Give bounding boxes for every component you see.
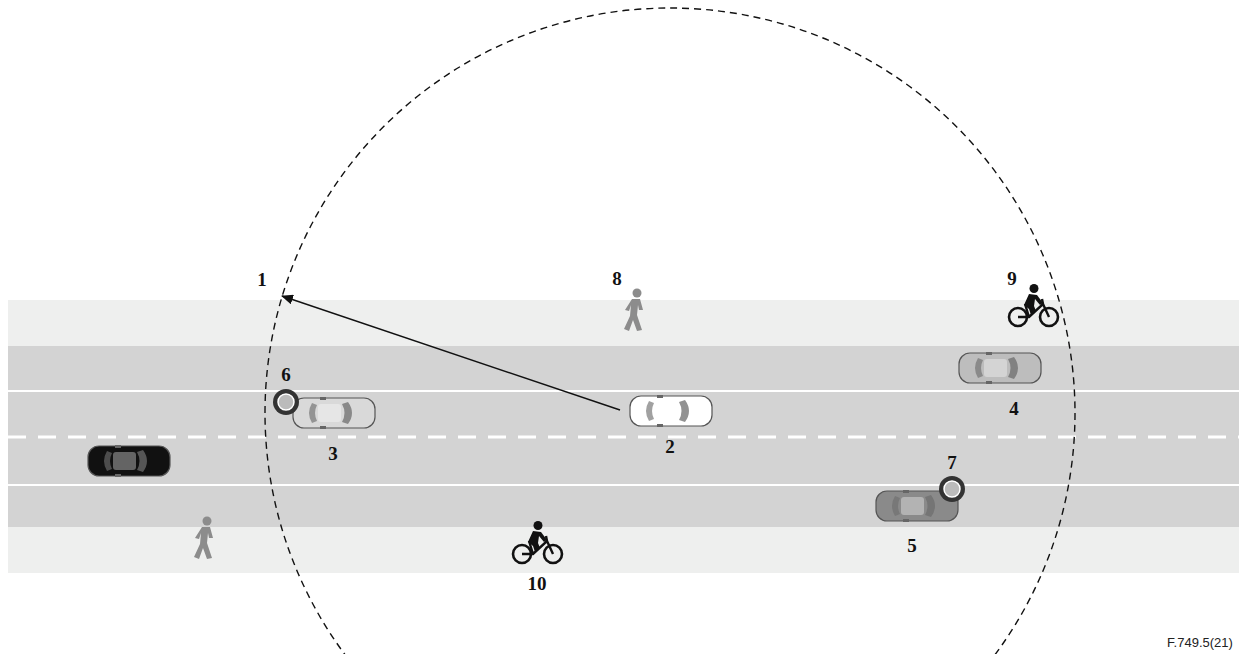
car-3 bbox=[293, 397, 375, 429]
callout-number: 1 bbox=[257, 270, 267, 289]
badge-ring bbox=[939, 476, 965, 502]
figure-id: F.749.5(21) bbox=[1167, 636, 1233, 649]
radius-arrow bbox=[282, 296, 620, 410]
callout-number: 9 bbox=[1007, 269, 1017, 288]
cyclist bbox=[513, 521, 562, 563]
roadway bbox=[8, 346, 1239, 527]
sensor-badge bbox=[273, 389, 299, 415]
callout-number: 4 bbox=[1009, 399, 1019, 418]
lane-line bbox=[8, 390, 1239, 392]
cyclist bbox=[1009, 284, 1058, 326]
car-black bbox=[88, 445, 170, 477]
callout-number: 7 bbox=[947, 453, 957, 472]
callout-number: 5 bbox=[907, 536, 917, 555]
car-4 bbox=[959, 352, 1041, 384]
sidewalk bbox=[8, 527, 1239, 573]
sensor-badge bbox=[939, 476, 965, 502]
callout-number: 8 bbox=[612, 269, 622, 288]
lane-line bbox=[8, 484, 1239, 486]
callout-number: 6 bbox=[281, 365, 291, 384]
car-2 bbox=[630, 395, 712, 427]
badge-core bbox=[944, 481, 960, 497]
pedestrian bbox=[624, 289, 643, 332]
badge-ring bbox=[273, 389, 299, 415]
badge-core bbox=[278, 394, 294, 410]
range-circle bbox=[265, 8, 1075, 654]
callout-number: 2 bbox=[665, 437, 675, 456]
callout-number: 3 bbox=[328, 444, 338, 463]
center-line bbox=[8, 436, 1239, 439]
pedestrian bbox=[194, 517, 213, 560]
callout-number: 10 bbox=[528, 574, 547, 593]
